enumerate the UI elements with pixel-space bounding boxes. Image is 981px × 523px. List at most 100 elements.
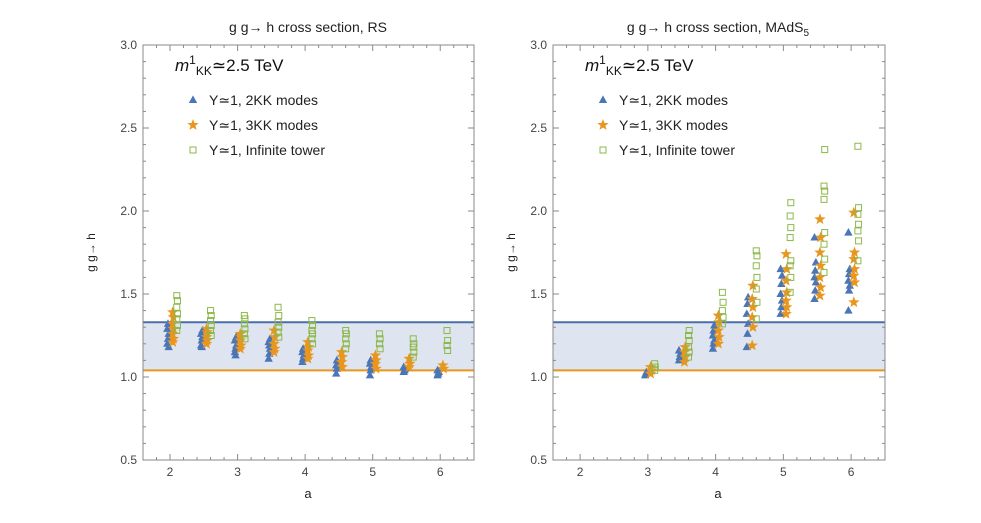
plot-frame	[142, 44, 475, 461]
data-point-square	[753, 273, 761, 281]
data-point-triangle	[743, 319, 753, 327]
y-axis-label: g g→ h	[84, 233, 98, 272]
data-point-star	[713, 331, 725, 343]
data-point-triangle	[811, 277, 821, 286]
data-point-star	[848, 269, 860, 281]
data-point-square	[173, 322, 181, 330]
data-point-square	[685, 336, 693, 344]
mass-superscript: 1	[189, 53, 196, 67]
y-tick-label: 1.5	[120, 287, 137, 301]
x-tick-label: 2	[167, 465, 174, 479]
data-point-star	[780, 248, 792, 260]
y-tick-label: 0.5	[120, 453, 137, 467]
y-tick-label: 2.0	[120, 204, 137, 218]
data-point-square	[443, 341, 451, 349]
y-tick-label: 3.0	[120, 38, 137, 52]
data-point-square	[375, 340, 383, 348]
data-point-star	[780, 307, 792, 319]
data-point-square	[240, 320, 248, 328]
legend-label: Y≃1, 3KK modes	[209, 117, 318, 133]
data-point-star	[814, 281, 827, 293]
data-point-triangle	[399, 362, 408, 371]
legend-label: Y≃1, Infinite tower	[209, 142, 325, 158]
data-point-star	[167, 317, 179, 329]
data-point-square	[240, 330, 248, 338]
legend-label: Y≃1, 2KK modes	[209, 92, 318, 108]
data-point-square	[685, 327, 693, 335]
legend-label: Y≃1, 3KK modes	[619, 117, 728, 133]
data-point-star	[746, 339, 758, 351]
data-point-square	[753, 252, 761, 260]
x-tick-label: 6	[437, 465, 444, 479]
data-point-star	[335, 356, 348, 367]
data-point-square	[820, 182, 828, 190]
data-point-square	[173, 297, 181, 305]
data-point-square	[275, 333, 283, 341]
chart-title-text: g g→ h cross section, RS	[229, 19, 387, 35]
data-point-square	[820, 195, 828, 203]
data-point-triangle	[743, 299, 752, 307]
y-tick-label: 0.5	[530, 453, 547, 467]
data-point-triangle	[231, 350, 240, 359]
data-point-square	[376, 335, 384, 343]
data-point-star	[269, 331, 281, 343]
data-point-square	[787, 273, 795, 281]
data-point-square	[787, 199, 795, 207]
data-point-square	[854, 257, 862, 265]
data-point-star	[746, 311, 758, 323]
data-point-triangle	[163, 334, 173, 342]
data-point-square	[274, 328, 282, 336]
legend-marker-square	[189, 146, 197, 154]
data-point-star	[814, 231, 827, 243]
y-tick-label: 3.0	[530, 38, 547, 52]
chart-title-text: g g→ h cross section, MAdS	[627, 19, 804, 35]
data-point-triangle	[164, 342, 173, 351]
data-point-square	[309, 330, 317, 338]
data-point-triangle	[708, 344, 718, 352]
data-point-star	[712, 309, 725, 321]
data-point-square	[786, 288, 794, 296]
data-point-square	[821, 187, 829, 195]
mass-superscript: 1	[599, 53, 606, 67]
data-point-square	[752, 315, 760, 323]
data-point-square	[410, 348, 418, 356]
data-point-triangle	[844, 306, 853, 314]
mass-subscript: KK	[196, 64, 212, 78]
series-square	[173, 292, 452, 361]
data-point-triangle	[709, 325, 718, 334]
data-point-square	[821, 146, 829, 154]
data-point-star	[814, 213, 826, 225]
data-point-square	[309, 340, 317, 348]
data-point-star	[369, 357, 382, 369]
y-axis-label: g g→ h	[504, 233, 518, 272]
data-point-square	[718, 307, 726, 315]
data-point-square	[275, 323, 283, 331]
data-point-square	[308, 317, 316, 325]
data-point-star	[167, 336, 179, 347]
data-point-square	[718, 288, 726, 296]
x-tick-label: 5	[369, 465, 376, 479]
data-point-square	[685, 348, 693, 356]
data-point-star	[746, 292, 758, 304]
mass-annotation: m1KK≃2.5 TeV	[175, 53, 284, 78]
data-point-square	[342, 330, 350, 338]
data-point-square	[443, 327, 451, 335]
data-point-square	[173, 303, 181, 311]
data-point-star	[370, 362, 382, 374]
data-point-triangle	[776, 289, 785, 297]
data-point-star	[747, 279, 759, 291]
mass-symbol: m	[175, 56, 189, 75]
data-point-square	[241, 315, 249, 323]
data-point-square	[855, 237, 863, 245]
data-point-triangle	[710, 320, 719, 329]
data-point-square	[719, 313, 727, 321]
data-point-triangle	[844, 286, 854, 294]
data-point-square	[821, 229, 829, 237]
data-point-star	[268, 337, 280, 349]
data-point-square	[821, 255, 829, 263]
data-point-square	[753, 298, 761, 306]
data-point-triangle	[777, 271, 787, 279]
data-point-star	[814, 289, 826, 301]
